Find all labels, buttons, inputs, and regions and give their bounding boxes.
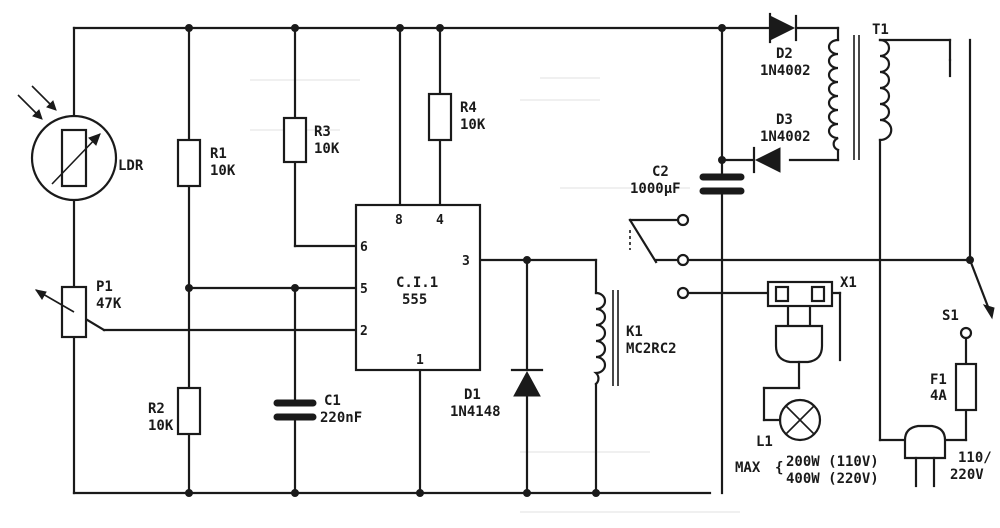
r4-resistor: [427, 92, 453, 142]
c2-value: 1000µF: [630, 181, 681, 197]
wires: [72, 26, 992, 495]
k1-relay-coil: [593, 230, 631, 386]
max-brace: {: [775, 460, 783, 476]
mains-voltage-line-2: 220V: [950, 467, 984, 483]
max-line-2: 400W (220V): [786, 471, 879, 487]
k1-value: MC2RC2: [626, 341, 677, 357]
lamp-plug: [774, 306, 824, 390]
d1-diode: [510, 368, 544, 397]
l1-ref: L1: [756, 434, 773, 450]
p1-value: 47K: [96, 296, 122, 312]
max-line-1: 200W (110V): [786, 454, 879, 470]
r2-resistor: [176, 386, 202, 436]
r4-ref: R4: [460, 100, 477, 116]
d3-diode: [752, 146, 781, 174]
l1-lamp: [762, 386, 822, 442]
ic-pin-5: 5: [360, 282, 368, 297]
d2-diode: [768, 12, 798, 44]
r3-ref: R3: [314, 124, 331, 140]
x1-socket: [766, 280, 834, 308]
t1-ref: T1: [872, 22, 889, 38]
f1-ref: F1: [930, 372, 947, 388]
r1-ref: R1: [210, 146, 227, 162]
d3-value: 1N4002: [760, 129, 811, 145]
s1-ref: S1: [942, 308, 959, 324]
mains-plug: [903, 424, 947, 488]
c2-ref: C2: [652, 164, 669, 180]
r3-value: 10K: [314, 141, 340, 157]
r3-resistor: [282, 116, 308, 164]
c1-capacitor: [273, 399, 317, 421]
ic-pin-8: 8: [395, 213, 403, 228]
ldr-label: LDR: [118, 158, 144, 174]
ic-pin-1: 1: [416, 353, 424, 368]
ic-pin-6: 6: [360, 240, 368, 255]
mains-voltage-line-1: 110/: [958, 450, 992, 466]
r4-value: 10K: [460, 117, 486, 133]
ic-pin-3: 3: [462, 254, 470, 269]
r2-value: 10K: [148, 418, 174, 434]
relay-contacts: [628, 213, 690, 300]
ic-ref: C.I.1: [396, 275, 438, 291]
d3-ref: D3: [776, 112, 793, 128]
ldr-symbol: [17, 85, 118, 202]
d2-value: 1N4002: [760, 63, 811, 79]
ic-555-body: [354, 203, 482, 372]
c1-value: 220nF: [320, 410, 362, 426]
c2-capacitor: [699, 173, 745, 195]
s1-switch: [959, 304, 995, 340]
r2-ref: R2: [148, 401, 165, 417]
d1-ref: D1: [464, 387, 481, 403]
c1-ref: C1: [324, 393, 341, 409]
r1-resistor: [176, 138, 202, 188]
d1-value: 1N4148: [450, 404, 501, 420]
t1-transformer: [827, 35, 893, 160]
p1-ref: P1: [96, 279, 113, 295]
f1-value: 4A: [930, 388, 947, 404]
x1-ref: X1: [840, 275, 857, 291]
ic-pin-2: 2: [360, 324, 368, 339]
k1-ref: K1: [626, 324, 643, 340]
r1-value: 10K: [210, 163, 236, 179]
ic-pin-4: 4: [436, 213, 444, 228]
ic-value: 555: [402, 292, 427, 308]
f1-fuse: [954, 362, 978, 412]
max-label: MAX: [735, 460, 761, 476]
background-bleed-through: [250, 77, 740, 513]
junction-dots: [185, 24, 974, 497]
d2-ref: D2: [776, 46, 793, 62]
p1-potentiometer: [34, 285, 88, 339]
